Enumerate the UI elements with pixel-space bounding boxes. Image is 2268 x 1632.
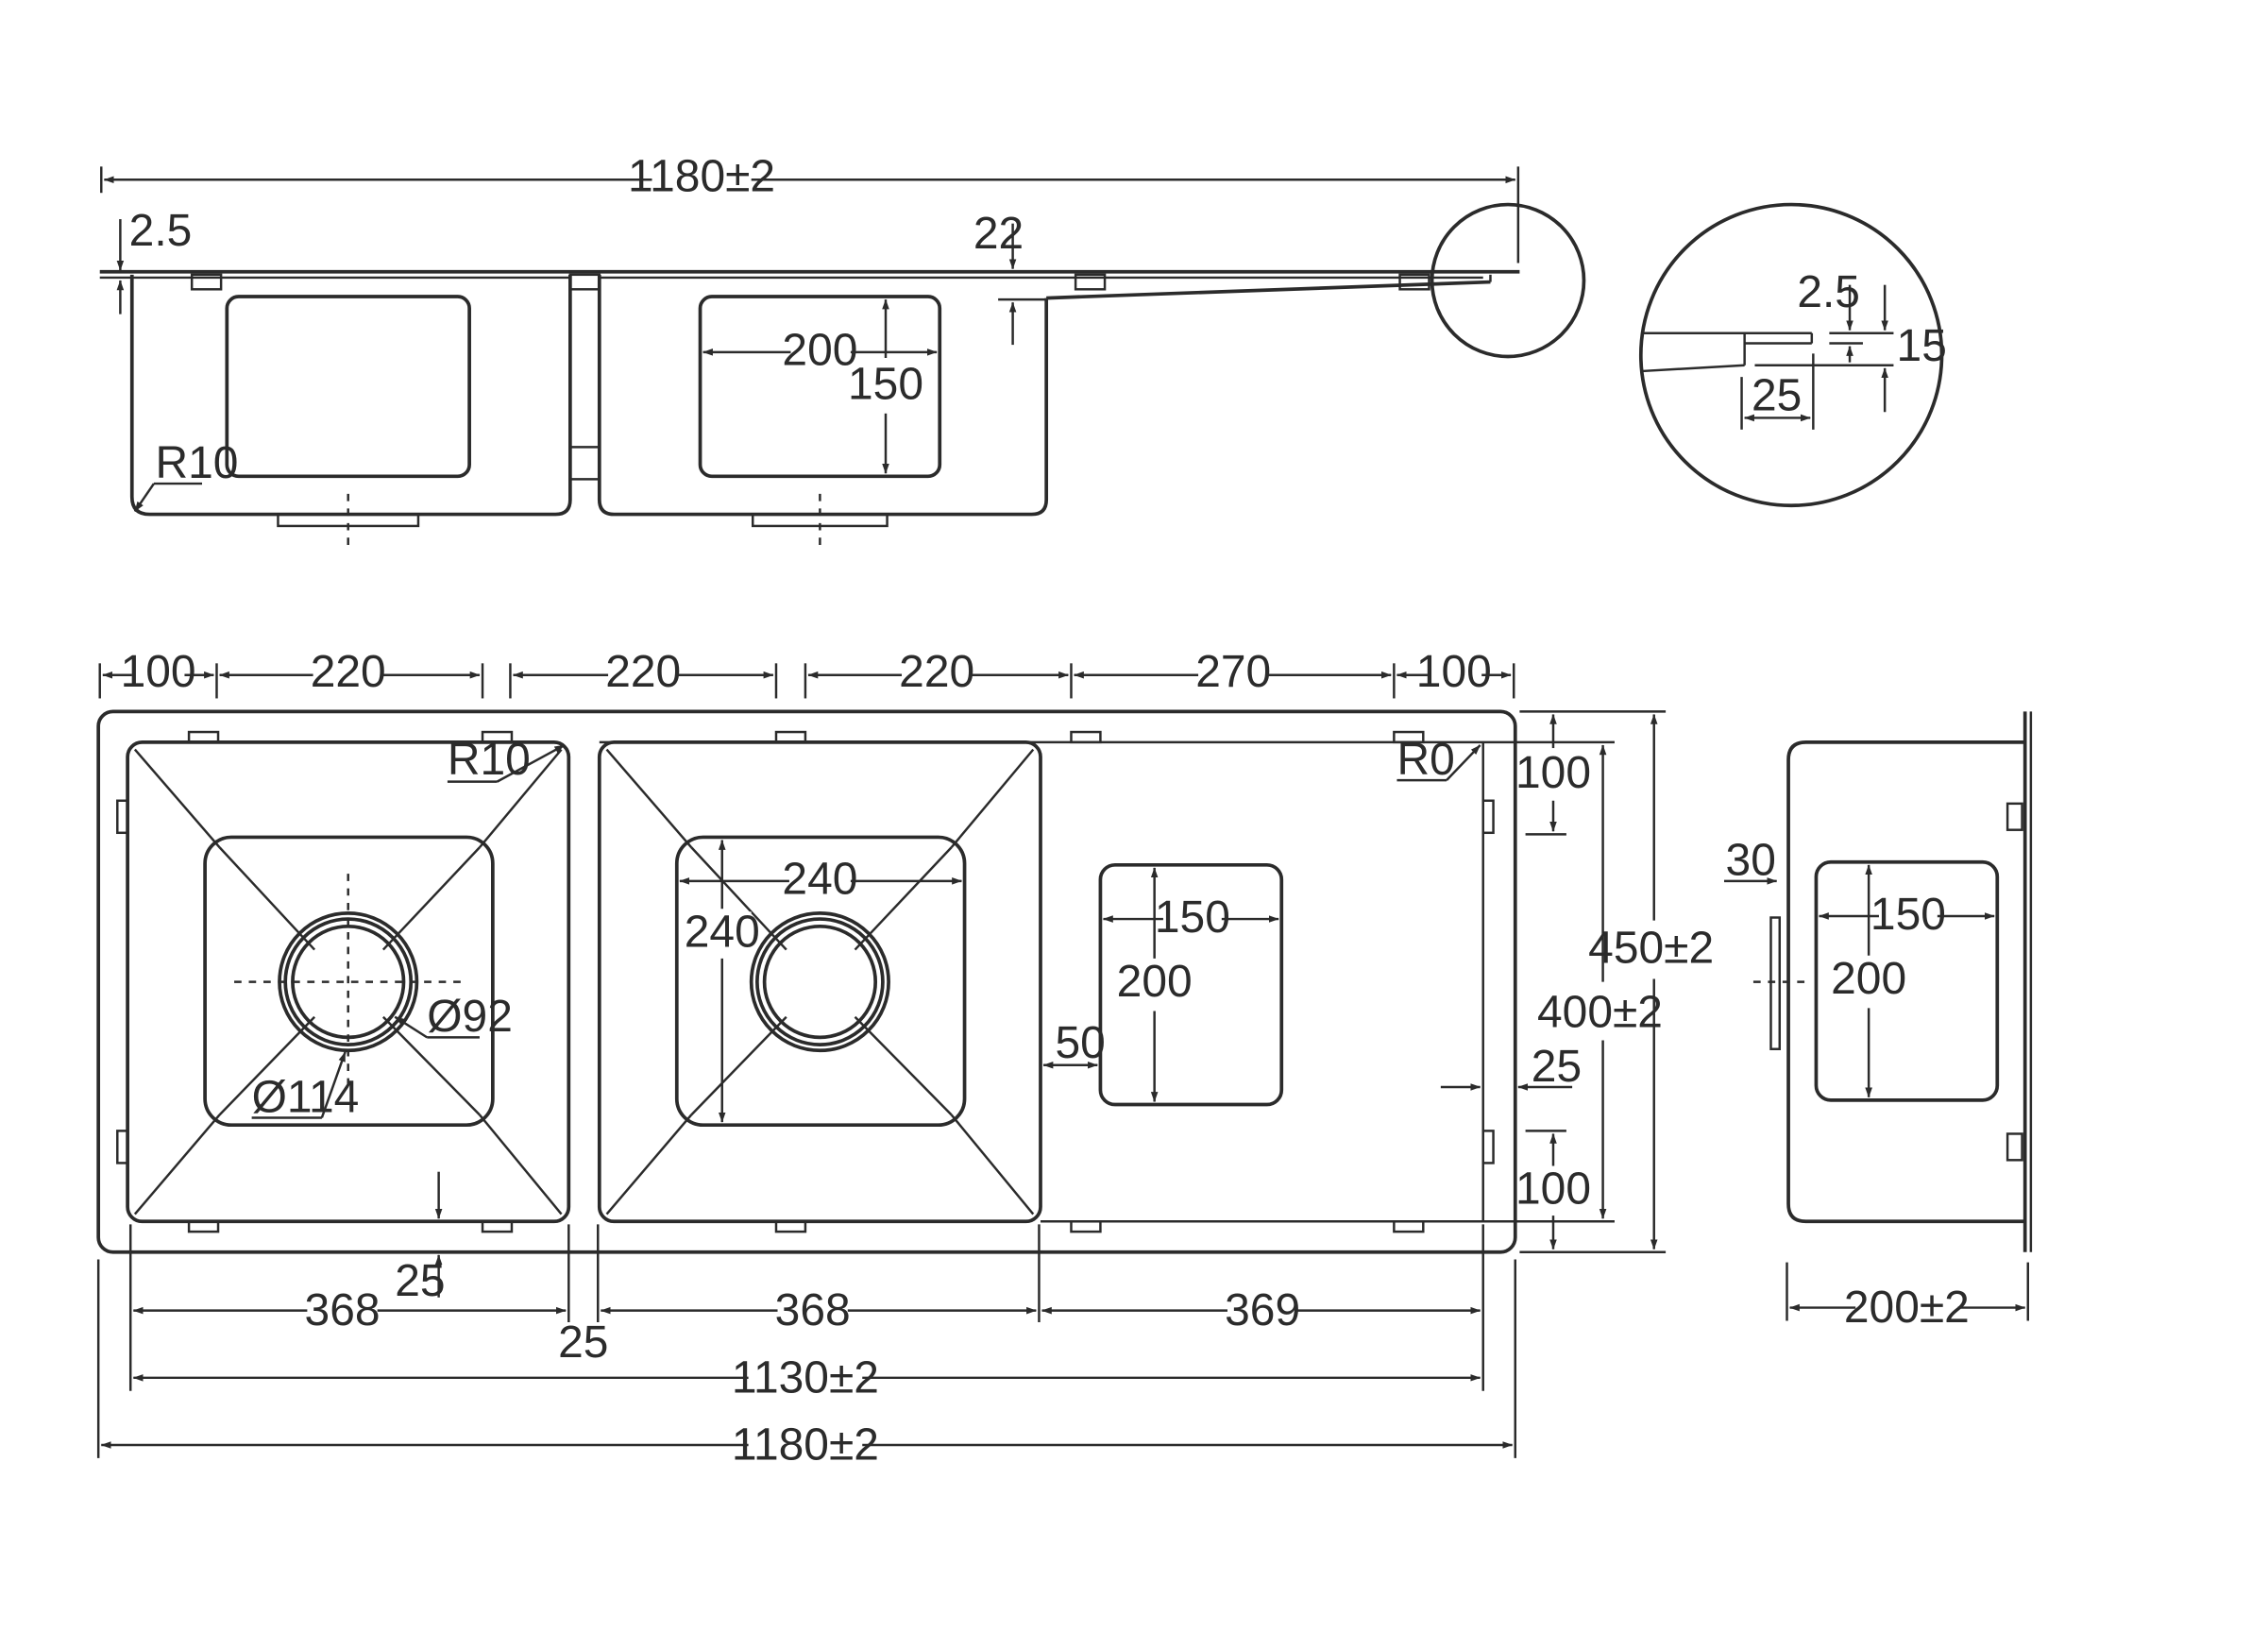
plan-clip [774,1220,807,1233]
plan-seg-270: 270 [1195,647,1271,697]
plan-bowl-1-base [203,835,495,1128]
plan-view: 100 220 220 220 270 100 [96,647,1714,1470]
end-flange-label: 30 [1726,836,1776,886]
plan-cutout-gap: 50 [1055,1018,1105,1068]
plan-clip [1481,799,1495,835]
side-clip [568,273,601,291]
plan-clip [116,799,129,835]
detail-view: 2.5 15 25 [1638,202,1947,508]
plan-inner-depth: 400±2 [1537,988,1663,1038]
detail-callout-circle [1430,202,1586,359]
plan-base-width: 240 [782,855,857,905]
plan-waste-inner-diameter: Ø92 [427,992,513,1042]
plan-seg-220-b: 220 [605,647,681,697]
side-clip [1074,273,1107,291]
end-view: 150 200 30 200±2 [1723,711,2033,1333]
plan-bowl-1-width: 368 [305,1285,381,1335]
plan-base-height: 240 [685,907,760,957]
plan-outer-flange [96,709,1517,1254]
plan-seg-220-a: 220 [311,647,386,697]
detail-width-label: 25 [1752,371,1802,421]
side-overall-width-label: 1180±2 [628,152,775,202]
plan-cutout-height: 200 [1117,957,1193,1007]
plan-waste-2 [749,911,890,1053]
side-bowl-2 [597,274,1049,517]
side-clip [1398,273,1430,291]
end-depth-label: 200±2 [1844,1283,1970,1333]
detail-thickness-label: 2.5 [1797,267,1860,317]
end-cutout-width: 150 [1870,890,1946,940]
side-bowl-2-pad [698,295,942,479]
side-pad-width-label: 200 [782,326,857,376]
plan-clip [1070,730,1102,744]
end-view-cutout [1814,859,2000,1102]
plan-clip [774,730,807,744]
plan-edge-bottom: 25 [395,1256,445,1306]
detail-depth-label: 15 [1897,321,1947,371]
plan-seg-220-c: 220 [899,647,974,697]
plan-clip [187,1220,220,1233]
plan-clip [116,1130,129,1164]
plan-edge-right: 25 [1532,1042,1582,1092]
plan-cutout-width: 150 [1155,892,1230,943]
plan-overall-depth: 450±2 [1588,923,1714,973]
side-radius-label: R10 [156,438,239,488]
side-clip [190,273,223,291]
plan-clip [1481,1130,1495,1164]
end-clip [2006,802,2023,831]
plan-bowl-2-width: 368 [775,1285,851,1335]
plan-seg-100-right: 100 [1416,647,1492,697]
plan-waste-outer-diameter: Ø114 [252,1072,360,1122]
plan-clip [1070,1220,1102,1233]
side-bowl-1-pad [225,295,471,479]
plan-clip-offset-top: 100 [1515,748,1591,798]
side-thickness-label: 2.5 [129,206,193,256]
plan-bowl-gap: 25 [558,1318,608,1368]
plan-bowl-2-base [674,835,967,1128]
side-pad-height-label: 150 [848,359,923,409]
plan-tap-cutout [1098,862,1284,1107]
end-cutout-height: 200 [1831,954,1906,1004]
plan-clip [1393,1220,1425,1233]
plan-drainer-width: 369 [1225,1285,1300,1335]
plan-overall-total: 1180±2 [732,1420,879,1470]
plan-clip [1393,730,1425,744]
plan-bowl-1 [126,740,571,1224]
plan-seg-100-left: 100 [121,647,196,697]
side-view: 1180±2 2.5 R10 22 [99,152,1586,552]
end-view-body [1786,740,2025,1224]
plan-clip [481,730,514,744]
plan-inner-total: 1130±2 [732,1352,879,1402]
side-drainer-offset-label: 22 [973,209,1024,259]
plan-bowl-2 [597,740,1042,1224]
plan-clip-offset-bottom: 100 [1515,1164,1591,1215]
plan-top-dimensions: 100 220 220 220 270 100 [98,647,1515,699]
plan-clip [481,1220,514,1233]
end-clip [2006,1132,2023,1162]
plan-clip [187,730,220,744]
